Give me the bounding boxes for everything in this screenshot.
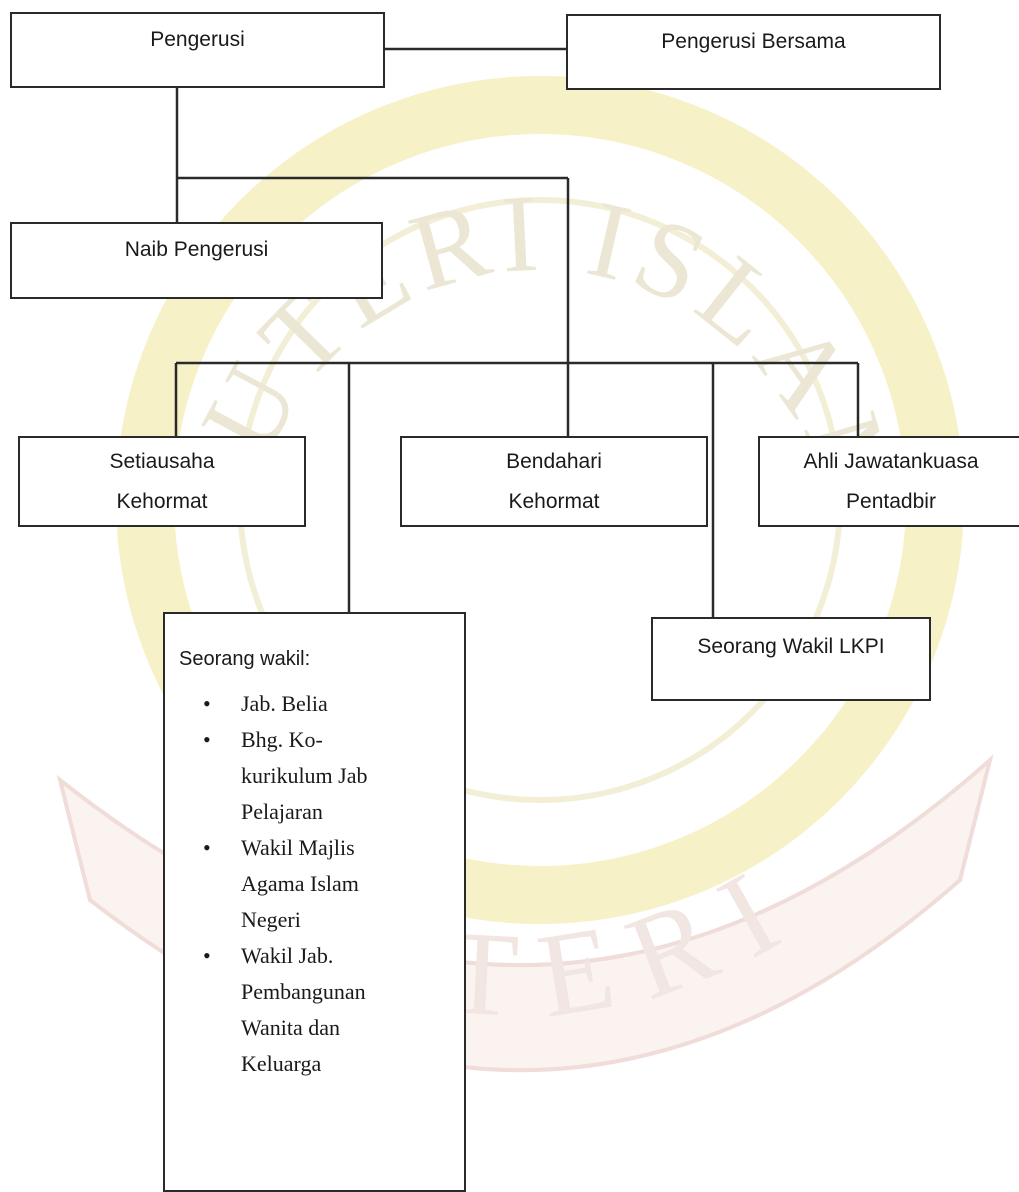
node-label: Pengerusi Bersama xyxy=(661,30,846,53)
node-label: Pengerusi xyxy=(150,28,245,51)
list-item: Jab. Belia xyxy=(203,686,452,722)
list-item: Wakil Majlis Agama Islam Negeri xyxy=(203,830,452,938)
list-item-line: Pelajaran xyxy=(241,799,323,824)
node-label-line-1: Ahli Jawatankuasa xyxy=(803,450,979,473)
node-ahli-jawatankuasa-pentadbir: Ahli Jawatankuasa Pentadbir xyxy=(758,436,1019,527)
list-item: Bhg. Ko- kurikulum Jab Pelajaran xyxy=(203,722,452,830)
list-item-line: Wakil Jab. xyxy=(241,943,334,968)
node-pengerusi-bersama: Pengerusi Bersama xyxy=(566,14,941,90)
node-naib-pengerusi: Naib Pengerusi xyxy=(10,222,383,299)
node-label-line-1: Bendahari xyxy=(506,450,602,473)
node-label-line-1: Setiausaha xyxy=(109,450,215,473)
node-setiausaha-kehormat: Setiausaha Kehormat xyxy=(18,436,306,527)
node-seorang-wakil-lkpi: Seorang Wakil LKPI xyxy=(651,617,931,701)
list-item: Wakil Jab. Pembangunan Wanita dan Keluar… xyxy=(203,938,452,1082)
node-seorang-wakil: Seorang wakil: Jab. Belia Bhg. Ko- kurik… xyxy=(163,612,466,1192)
node-pengerusi: Pengerusi xyxy=(10,12,385,88)
list-item-line: Wakil Majlis xyxy=(241,835,355,860)
list-item-line: Negeri xyxy=(241,907,301,932)
list-item-line: Agama Islam xyxy=(241,871,359,896)
node-label: Seorang Wakil LKPI xyxy=(697,635,885,658)
list-item-line: Wanita dan xyxy=(241,1015,341,1040)
node-heading: Seorang wakil: xyxy=(179,648,311,670)
list-item-line: Bhg. Ko- xyxy=(241,727,323,752)
list-item-line: Jab. Belia xyxy=(241,691,328,716)
node-label-line-2: Pentadbir xyxy=(846,490,936,513)
list-item-line: kurikulum Jab xyxy=(241,763,368,788)
list-item-line: Keluarga xyxy=(241,1051,322,1076)
node-label-line-2: Kehormat xyxy=(116,490,208,513)
representative-list: Jab. Belia Bhg. Ko- kurikulum Jab Pelaja… xyxy=(179,686,452,1082)
node-label: Naib Pengerusi xyxy=(124,238,269,261)
list-item-line: Pembangunan xyxy=(241,979,366,1004)
node-label-line-2: Kehormat xyxy=(508,490,600,513)
node-bendahari-kehormat: Bendahari Kehormat xyxy=(400,436,708,527)
